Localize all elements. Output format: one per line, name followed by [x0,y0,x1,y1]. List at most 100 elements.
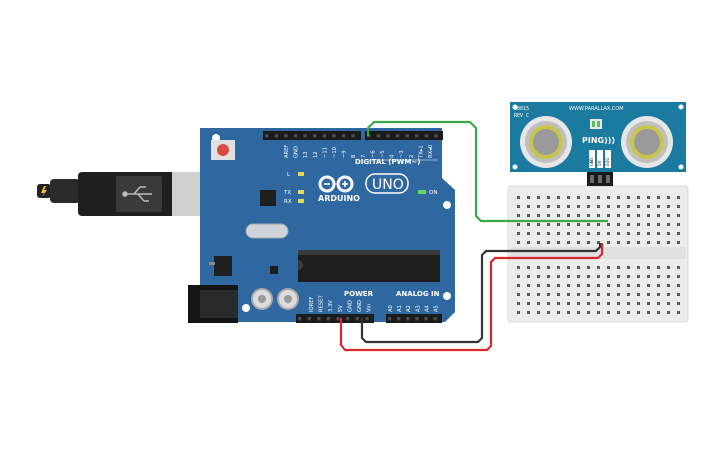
breadboard-hole[interactable] [537,205,540,208]
power-wire[interactable] [339,243,604,352]
breadboard-hole[interactable] [617,241,620,244]
breadboard-hole[interactable] [537,284,540,287]
breadboard-hole[interactable] [647,223,650,226]
breadboard-hole[interactable] [677,266,680,269]
breadboard-hole[interactable] [537,196,540,199]
breadboard-hole[interactable] [627,311,630,314]
breadboard-hole[interactable] [647,196,650,199]
header-pin-hole[interactable] [434,134,438,138]
breadboard-hole[interactable] [617,311,620,314]
breadboard-hole[interactable] [517,214,520,217]
breadboard-hole[interactable] [607,214,610,217]
breadboard-hole[interactable] [567,196,570,199]
breadboard-hole[interactable] [527,266,530,269]
breadboard-hole[interactable] [587,284,590,287]
header-pin-hole[interactable] [265,134,269,138]
breadboard-hole[interactable] [577,232,580,235]
breadboard-hole[interactable] [587,232,590,235]
breadboard-hole[interactable] [667,266,670,269]
breadboard-hole[interactable] [517,284,520,287]
breadboard-hole[interactable] [607,293,610,296]
breadboard-hole[interactable] [607,284,610,287]
breadboard-hole[interactable] [667,302,670,305]
breadboard-hole[interactable] [607,302,610,305]
breadboard-hole[interactable] [617,205,620,208]
breadboard-hole[interactable] [617,266,620,269]
reset-button[interactable] [211,140,235,160]
breadboard-hole[interactable] [577,223,580,226]
breadboard-hole[interactable] [647,293,650,296]
breadboard-hole[interactable] [627,266,630,269]
header-pin-hole[interactable] [284,134,288,138]
breadboard-hole[interactable] [547,302,550,305]
breadboard-hole[interactable] [647,214,650,217]
breadboard-hole[interactable] [627,241,630,244]
breadboard-hole[interactable] [627,196,630,199]
breadboard-hole[interactable] [607,275,610,278]
breadboard-hole[interactable] [527,223,530,226]
breadboard-hole[interactable] [547,205,550,208]
breadboard-hole[interactable] [617,275,620,278]
breadboard-hole[interactable] [517,205,520,208]
breadboard-hole[interactable] [637,205,640,208]
breadboard-hole[interactable] [567,293,570,296]
breadboard-hole[interactable] [657,214,660,217]
breadboard-hole[interactable] [547,241,550,244]
breadboard-hole[interactable] [557,241,560,244]
breadboard-hole[interactable] [517,293,520,296]
breadboard-hole[interactable] [547,284,550,287]
breadboard-hole[interactable] [597,311,600,314]
header-pin-hole[interactable] [386,134,390,138]
breadboard-hole[interactable] [517,266,520,269]
header-pin-hole[interactable] [355,317,359,321]
breadboard-hole[interactable] [667,241,670,244]
breadboard-hole[interactable] [577,214,580,217]
breadboard-hole[interactable] [677,311,680,314]
breadboard-hole[interactable] [617,196,620,199]
breadboard-hole[interactable] [597,241,600,244]
breadboard-hole[interactable] [537,302,540,305]
breadboard-hole[interactable] [557,266,560,269]
breadboard-hole[interactable] [527,284,530,287]
breadboard-hole[interactable] [607,223,610,226]
breadboard-hole[interactable] [547,232,550,235]
breadboard-hole[interactable] [567,302,570,305]
header-pin-hole[interactable] [336,317,340,321]
breadboard-hole[interactable] [527,293,530,296]
breadboard-hole[interactable] [517,196,520,199]
breadboard-hole[interactable] [557,232,560,235]
breadboard-hole[interactable] [607,311,610,314]
header-pin-hole[interactable] [307,317,311,321]
breadboard-hole[interactable] [667,275,670,278]
breadboard-hole[interactable] [637,275,640,278]
breadboard-hole[interactable] [667,223,670,226]
analog-header[interactable] [386,314,442,323]
breadboard-hole[interactable] [537,214,540,217]
breadboard-hole[interactable] [627,293,630,296]
breadboard-hole[interactable] [617,293,620,296]
breadboard-hole[interactable] [537,293,540,296]
breadboard-hole[interactable] [517,311,520,314]
breadboard-hole[interactable] [577,205,580,208]
breadboard-hole[interactable] [547,311,550,314]
breadboard-hole[interactable] [617,214,620,217]
breadboard-hole[interactable] [637,232,640,235]
breadboard-hole[interactable] [557,284,560,287]
breadboard-hole[interactable] [657,275,660,278]
header-pin-hole[interactable] [326,317,331,321]
breadboard-hole[interactable] [607,205,610,208]
breadboard-hole[interactable] [587,196,590,199]
breadboard-hole[interactable] [597,232,600,235]
breadboard-hole[interactable] [577,302,580,305]
breadboard-hole[interactable] [637,223,640,226]
breadboard-hole[interactable] [567,311,570,314]
breadboard-hole[interactable] [647,284,650,287]
header-pin-hole[interactable] [388,317,392,321]
signal-wire[interactable] [366,120,608,223]
breadboard-hole[interactable] [537,241,540,244]
breadboard-hole[interactable] [657,232,660,235]
breadboard-hole[interactable] [587,275,590,278]
header-pin-hole[interactable] [322,134,326,138]
digital-header[interactable] [263,131,443,140]
breadboard-hole[interactable] [587,311,590,314]
